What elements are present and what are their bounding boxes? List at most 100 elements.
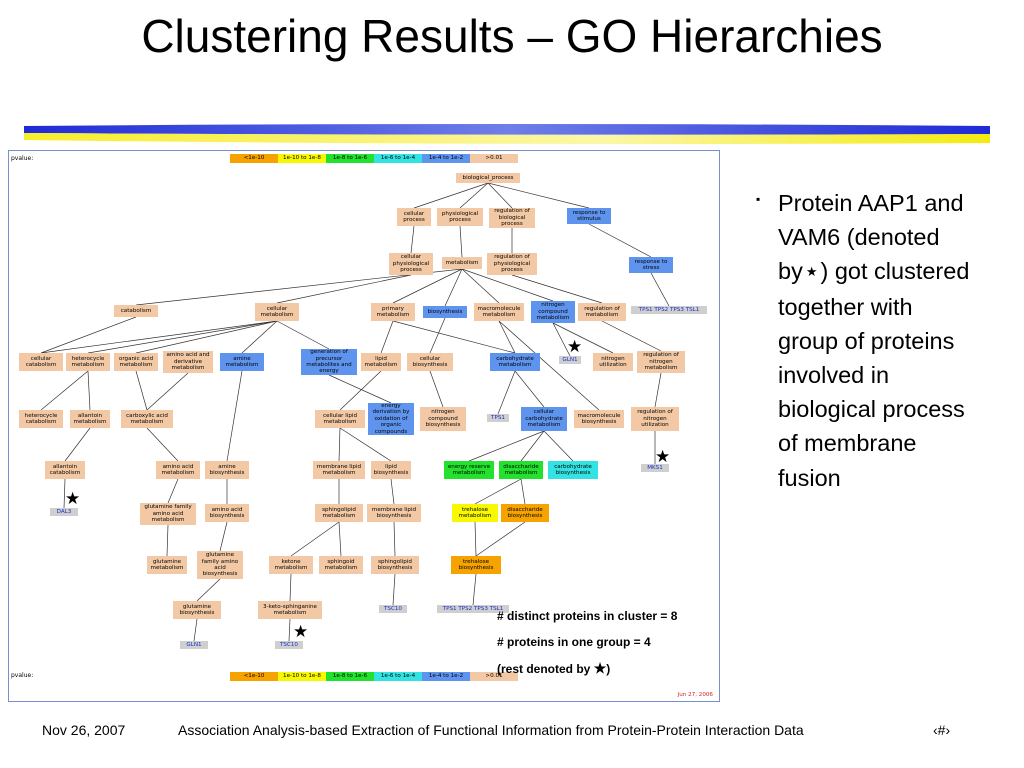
go-node[interactable]: cellular catabolism (19, 353, 63, 371)
hierarchy-edge (64, 427, 91, 462)
gene-box[interactable]: TPS1 TPS2 TPS3 TSL1 (631, 306, 707, 314)
hierarchy-edge (552, 322, 614, 354)
hierarchy-edge (328, 374, 392, 404)
go-node[interactable]: primary metabolism (371, 303, 415, 321)
go-node[interactable]: biosynthesis (423, 306, 467, 318)
go-node[interactable]: carbohydrate metabolism (490, 353, 540, 371)
go-node[interactable]: cellular carbohydrate metabolism (521, 407, 567, 431)
go-node[interactable]: regulation of nitrogen utilization (631, 407, 679, 431)
go-node[interactable]: membrane lipid biosynthesis (367, 504, 421, 522)
gene-box[interactable]: MKS1 (641, 464, 669, 472)
slide-title: Clustering Results – GO Hierarchies (141, 10, 883, 62)
go-node[interactable]: trehalose biosynthesis (451, 556, 501, 574)
gene-box[interactable]: TSC10 (379, 605, 407, 613)
hierarchy-edge (40, 320, 278, 354)
go-node[interactable]: lipid biosynthesis (371, 461, 411, 479)
go-node[interactable]: macromolecule biosynthesis (574, 410, 624, 428)
hierarchy-edges (40, 182, 670, 642)
go-node[interactable]: macromolecule metabolism (474, 303, 524, 321)
go-node[interactable]: amine biosynthesis (205, 461, 249, 479)
go-node[interactable]: nitrogen compound metabolism (531, 301, 575, 323)
go-node[interactable]: membrane lipid metabolism (313, 461, 365, 479)
go-node[interactable]: sphingolipid biosynthesis (371, 556, 419, 574)
hierarchy-edge (474, 478, 522, 505)
go-node[interactable]: trehalose metabolism (452, 504, 498, 522)
go-node[interactable]: 3-keto-sphinganine metabolism (258, 601, 322, 619)
go-node[interactable]: glutamine family amino acid metabolism (140, 503, 196, 525)
go-node[interactable]: glutamine family amino acid biosynthesis (197, 551, 243, 579)
legend-cell: <1e-10 (230, 154, 278, 163)
go-node[interactable]: nitrogen compound biosynthesis (420, 407, 466, 431)
go-node[interactable]: cellular process (397, 208, 431, 226)
pvalue-label-bottom: pvalue: (11, 672, 34, 679)
go-node[interactable]: amine metabolism (220, 353, 264, 371)
go-node[interactable]: allantoin metabolism (70, 410, 110, 428)
go-node[interactable]: lipid metabolism (361, 353, 401, 371)
note-rest-pre: (rest denoted by (497, 662, 594, 676)
go-node[interactable]: regulation of nitrogen metabolism (637, 351, 685, 373)
go-node[interactable]: response to stress (629, 257, 673, 273)
bullet-text-pre: Protein AAP1 and VAM6 (denoted by (778, 190, 964, 285)
star-icon: ★ (805, 264, 818, 280)
go-node[interactable]: disaccharide metabolism (499, 461, 543, 479)
go-node[interactable]: generation of precursor metabolites and … (301, 349, 357, 375)
go-node[interactable]: organic acid metabolism (114, 353, 158, 371)
go-node[interactable]: cellular biosynthesis (407, 353, 453, 371)
hierarchy-edge (543, 430, 574, 462)
go-node[interactable]: cellular lipid metabolism (315, 410, 365, 428)
pvalue-label-top: pvalue: (11, 155, 34, 162)
gene-box[interactable]: DAL3 (50, 508, 78, 516)
go-node[interactable]: allantoin catabolism (45, 461, 85, 479)
go-node[interactable]: nitrogen utilization (593, 353, 633, 371)
go-node[interactable]: energy derivation by oxidation of organi… (368, 403, 414, 435)
go-node[interactable]: amino acid metabolism (156, 461, 200, 479)
hierarchy-edge (290, 521, 340, 557)
go-node[interactable]: cellular metabolism (255, 303, 299, 321)
go-node[interactable]: catabolism (114, 305, 158, 317)
go-node[interactable]: carbohydrate biosynthesis (548, 461, 598, 479)
go-node[interactable]: cellular physiological process (389, 253, 433, 275)
go-node[interactable]: disaccharide biosynthesis (501, 504, 549, 522)
go-node[interactable]: sphingolipid metabolism (315, 504, 363, 522)
hierarchy-edge (40, 316, 137, 354)
diagram-date: Jun 27, 2006 (677, 692, 713, 698)
go-node[interactable]: energy reserve metabolism (444, 461, 494, 479)
go-node[interactable]: glutamine metabolism (147, 556, 187, 574)
hierarchy-edge (429, 317, 446, 354)
go-node[interactable]: heterocycle metabolism (66, 353, 110, 371)
go-node[interactable]: biological_process (456, 173, 520, 183)
go-node[interactable]: sphingoid metabolism (319, 556, 363, 574)
gene-box[interactable]: TPS1 (487, 414, 509, 422)
go-node[interactable]: physiological process (437, 208, 483, 226)
hierarchy-edge (459, 182, 489, 209)
gene-box[interactable]: GLN1 (180, 641, 208, 649)
go-node[interactable]: regulation of physiological process (487, 253, 537, 275)
hierarchy-edge (475, 521, 526, 557)
go-node[interactable]: regulation of biological process (489, 208, 535, 228)
bullet-text-post: ) got clustered together with group of p… (778, 258, 970, 491)
hierarchy-edge (413, 182, 489, 209)
go-node[interactable]: response to stimulus (567, 208, 611, 224)
hierarchy-edge (276, 274, 412, 304)
hierarchy-edge (63, 478, 66, 509)
go-node[interactable]: amino acid biosynthesis (205, 504, 249, 522)
gene-box[interactable]: GLN1 (559, 356, 581, 364)
go-node[interactable]: metabolism (442, 257, 482, 269)
hierarchy-edge (497, 370, 516, 415)
go-node[interactable]: glutamine biosynthesis (173, 601, 221, 619)
go-node[interactable]: ketone metabolism (269, 556, 313, 574)
legend-cell: 1e-6 to 1e-4 (374, 672, 422, 681)
gene-box[interactable]: TSC10 (275, 641, 303, 649)
hierarchy-edge (552, 322, 571, 357)
go-node[interactable]: regulation of metabolism (578, 303, 626, 321)
gene-box[interactable]: TPS1 TPS2 TPS3 TSL1 (437, 605, 509, 613)
legend-cell: 1e-10 to 1e-8 (278, 672, 326, 681)
hierarchy-edge (514, 370, 545, 408)
go-node[interactable]: amino acid and derivative metabolism (163, 351, 213, 373)
bullet-text: Protein AAP1 and VAM6 (denoted by★) got … (778, 186, 978, 495)
hierarchy-edge (459, 225, 463, 258)
go-node[interactable]: carboxylic acid metabolism (121, 410, 173, 428)
go-node[interactable]: heterocycle catabolism (19, 410, 63, 428)
star-icon: ★ (593, 660, 607, 676)
hierarchy-edge (498, 320, 516, 354)
